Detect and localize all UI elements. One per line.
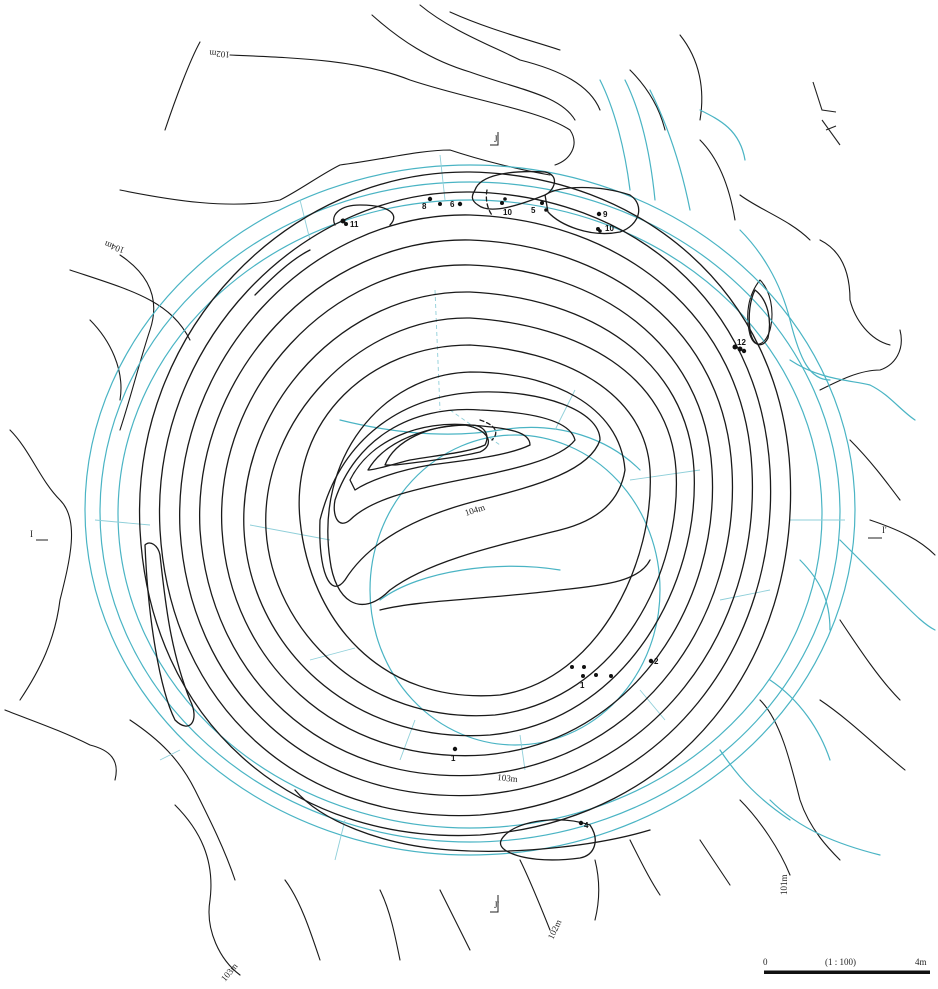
find-label-10a: 10 <box>503 208 512 217</box>
find-label-12: 12 <box>737 338 746 347</box>
find-label-8: 8 <box>422 202 427 211</box>
find-points: 11 8 6 10 5 9 10 12 1 2 1 4 <box>340 196 746 830</box>
cyan-feature-lines <box>84 79 936 856</box>
find-label-1: 1 <box>580 681 585 690</box>
find-label-2: 2 <box>654 657 659 666</box>
scale-ratio-label: (1 : 100) <box>825 957 856 967</box>
find-label-5: 5 <box>531 206 536 215</box>
scale-start-label: 0 <box>763 957 768 967</box>
find-label-6: 6 <box>450 200 455 209</box>
section-marker-bottom: J' <box>494 900 500 910</box>
contour-label-101m-right: 101m <box>779 874 789 895</box>
outer-contours <box>4 4 936 976</box>
find-label-10b: 10 <box>605 224 614 233</box>
find-label-9: 9 <box>603 210 608 219</box>
contour-label-104m: 104m <box>464 502 487 518</box>
section-markers: I I' J J' <box>30 132 887 913</box>
section-marker-right: I' <box>882 525 887 535</box>
find-label-1b: 1 <box>451 754 456 763</box>
mound-contours <box>138 171 792 837</box>
contour-label-102m-top: 102m <box>209 48 230 60</box>
scale-end-label: 4m <box>915 957 927 967</box>
scale-bar: 0 (1 : 100) 4m <box>763 957 930 974</box>
find-label-11: 11 <box>350 220 359 229</box>
contour-labels: 104m 103m 103m 102m 102m 101m 104m <box>103 48 789 983</box>
radial-slope-ticks <box>94 154 845 861</box>
rim-features <box>144 170 771 861</box>
contour-label-103m-inner: 103m <box>497 772 518 784</box>
section-marker-top: J <box>494 134 498 144</box>
north-arrow-icon <box>812 81 841 146</box>
contour-label-102m-bottom: 102m <box>546 918 564 941</box>
section-marker-left: I <box>30 529 33 539</box>
contour-label-104m-left: 104m <box>103 239 126 255</box>
find-label-4: 4 <box>584 821 589 830</box>
